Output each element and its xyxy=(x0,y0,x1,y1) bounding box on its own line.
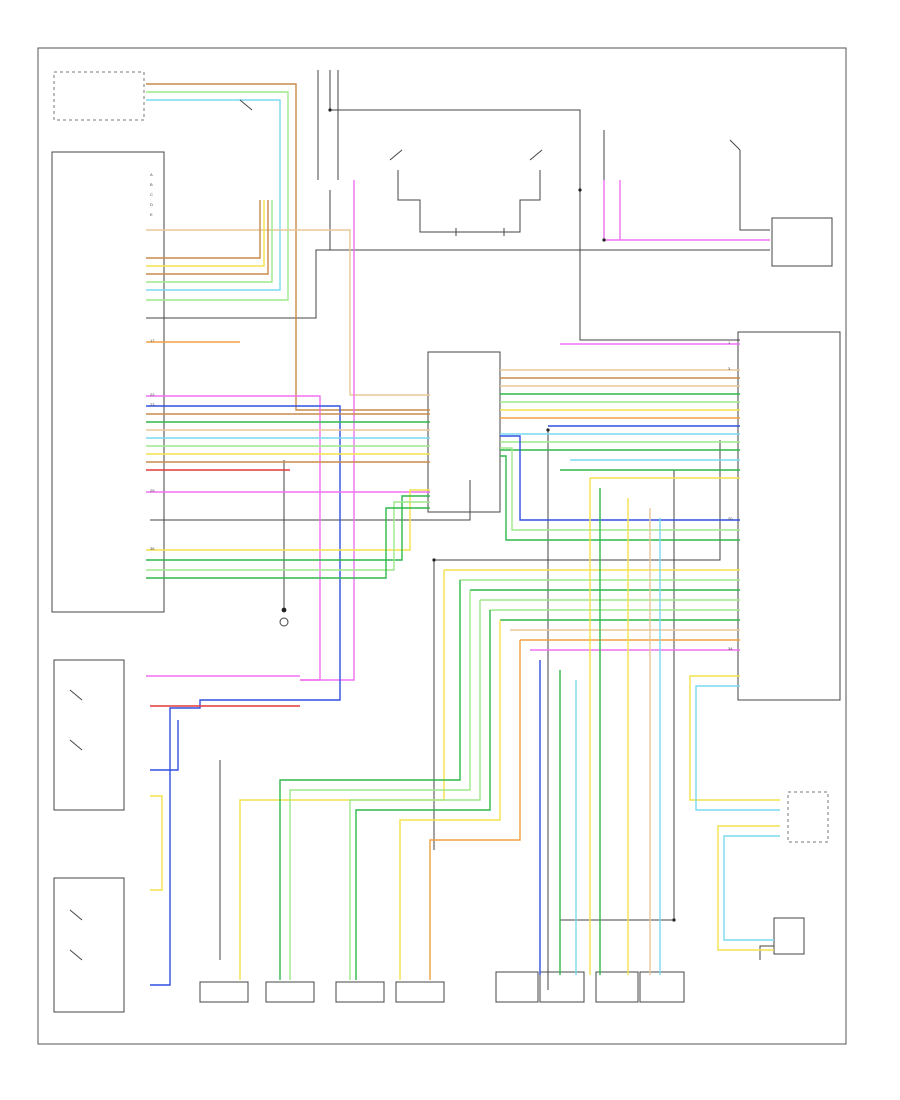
right-lower-switch xyxy=(773,917,805,955)
top-left-connector xyxy=(53,71,145,121)
left-lower-switch-upper xyxy=(53,659,125,811)
svg-text:17: 17 xyxy=(150,338,155,343)
svg-text:A: A xyxy=(150,172,153,177)
bottom-component-1 xyxy=(199,981,249,1003)
svg-text:C: C xyxy=(150,192,153,197)
bottom-component-7 xyxy=(595,971,639,1003)
svg-text:22: 22 xyxy=(150,392,155,397)
svg-text:D: D xyxy=(150,202,153,207)
svg-text:23: 23 xyxy=(150,402,155,407)
right-controller-module xyxy=(737,331,841,701)
svg-text:1: 1 xyxy=(728,340,731,345)
diagram-frame xyxy=(37,47,847,1045)
relay-symbols xyxy=(69,99,741,961)
bottom-component-5 xyxy=(495,971,539,1003)
bottom-component-8 xyxy=(639,971,685,1003)
bottom-component-4 xyxy=(395,981,445,1003)
right-lower-connector xyxy=(787,791,829,843)
svg-text:34: 34 xyxy=(728,646,733,651)
colored-wires xyxy=(146,83,780,986)
central-switch-block xyxy=(427,351,501,513)
pin-labels: A B C D E 17 22 23 29 36 1 3 20 34 xyxy=(150,172,733,651)
bottom-component-3 xyxy=(335,981,385,1003)
right-upper-module xyxy=(771,217,833,267)
left-controller-module xyxy=(51,151,165,613)
svg-text:B: B xyxy=(150,182,153,187)
bottom-component-6 xyxy=(539,971,585,1003)
junction-dots xyxy=(281,108,676,922)
left-lower-switch-lower xyxy=(53,877,125,1013)
svg-text:E: E xyxy=(150,212,153,217)
svg-text:20: 20 xyxy=(728,516,733,521)
svg-text:36: 36 xyxy=(150,546,155,551)
svg-text:3: 3 xyxy=(728,366,731,371)
bottom-component-2 xyxy=(265,981,315,1003)
svg-text:29: 29 xyxy=(150,488,155,493)
